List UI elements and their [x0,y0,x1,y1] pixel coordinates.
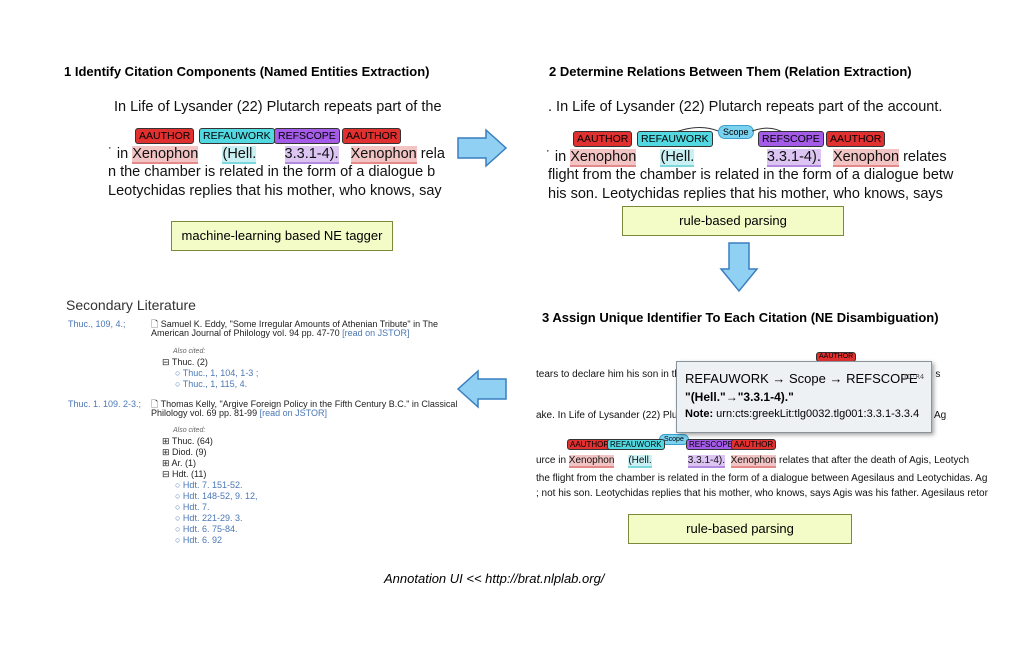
sl-entry1-also: Also cited: [173,348,206,355]
sl-entry1-tree-2[interactable]: ○ Thuc., 1, 115, 4. [175,379,248,389]
step2-title: 2 Determine Relations Between Them (Rela… [549,64,912,79]
step2-tag-refscope[interactable]: REFSCOPE [758,131,824,147]
arrow-left-icon [456,369,507,409]
tooltip-pair: "(Hell."→"3.3.1-4)." [685,390,794,404]
step1-method-box: machine-learning based NE tagger [171,221,393,251]
sl-entry1-tree-1[interactable]: ○ Thuc., 1, 104, 1-3 ; [175,368,259,378]
step1-panel: In Life of Lysander (22) Plutarch repeat… [108,94,445,206]
step1-entity-author2[interactable]: Xenophon [350,146,417,164]
step1-line4: Leotychidas replies that his mother, who… [108,183,442,199]
sl-entry1-line2: American Journal of Philology vol. 94 pp… [151,328,340,338]
step3-line3-suffix: relates that after the death of Agis, Le… [778,455,970,466]
sl-entry2-tree-5[interactable]: ○ Hdt. 148-52, 9. 12, [175,491,258,501]
step3-entity-work[interactable]: (Hell. [628,455,652,468]
sl-entry2-ref[interactable]: Thuc. 1. 109. 2-3.; [68,399,142,409]
step2-tag-refwork[interactable]: REFAUWORK [637,131,713,147]
sl-entry1-tree-0[interactable]: ⊟ Thuc. (2) [162,357,208,367]
sl-entry2-line1: Thomas Kelly, "Argive Foreign Policy in … [160,399,458,409]
sl-entry2-tree-1[interactable]: ⊞ Diod. (9) [162,447,207,457]
sl-entry1-ref[interactable]: Thuc., 109, 4.; [68,319,126,329]
step2-tag-author1[interactable]: AAUTHOR [573,131,633,147]
tooltip-note-value: urn:cts:greekLit:tlg0032.tlg001:3.3.1-3.… [716,408,920,420]
step3-title: 3 Assign Unique Identifier To Each Citat… [542,310,939,325]
sl-entry2-jstor-link[interactable]: [read on JSTOR] [259,408,327,418]
sl-entry2-tree-0[interactable]: ⊞ Thuc. (64) [162,436,213,446]
sl-entry1-line1: Samuel K. Eddy, "Some Irregular Amounts … [160,319,438,329]
step2-method-box: rule-based parsing [622,206,844,236]
tooltip-relation: REFAUWORK → Scope → REFSCOPE [685,371,918,386]
sl-entry1-jstor-link[interactable]: [read on JSTOR] [342,328,410,338]
sl-entry2-line2-wrap: Philology vol. 69 pp. 81-99 [read on JST… [151,408,327,418]
sl-entry2-tree-9[interactable]: ○ Hdt. 6. 92 [175,535,222,545]
step3-tooltip: REFAUWORK → Scope → REFSCOPE ID:R4 "(Hel… [676,361,932,433]
step3-entity-author2[interactable]: Xenophon [730,455,777,468]
step3-tag-author1[interactable]: AAUTHOR [567,439,613,450]
step2-panel: . In Life of Lysander (22) Plutarch repe… [546,94,953,206]
sl-entry2-tree-3[interactable]: ⊟ Hdt. (11) [162,469,207,479]
arrow-right-icon [457,128,508,168]
step3-method-box: rule-based parsing [628,514,852,544]
tooltip-note-label: Note: [685,408,714,420]
document-icon: 🗋 [151,399,159,409]
step2-entity-author1[interactable]: Xenophon [570,149,637,167]
sl-entry2-tree-6[interactable]: ○ Hdt. 7. [175,502,210,512]
step1-title: 1 Identify Citation Components (Named En… [64,64,430,79]
step3-line3: urce in Xenophon (Hell. 3.3.1-4). Xenoph… [536,455,970,468]
step1-line2-suffix: rela [420,146,445,162]
sl-entry1-text: 🗋 Samuel K. Eddy, "Some Irregular Amount… [151,317,438,333]
step1-entity-scope[interactable]: 3.3.1-4). [284,146,339,164]
step2-entity-author2[interactable]: Xenophon [832,149,900,167]
tooltip-id: ID:R4 [903,373,925,381]
step2-entity-work[interactable]: (Hell. [660,149,695,167]
step3-line2: ake. In Life of Lysander (22) Plutarc [536,410,695,421]
sl-entry2-tree-7[interactable]: ○ Hdt. 221-29. 3. [175,513,243,523]
step1-line1: In Life of Lysander (22) Plutarch repeat… [114,99,442,115]
step1-entity-work[interactable]: (Hell. [222,146,257,164]
step1-tag-refscope[interactable]: REFSCOPE [274,128,340,144]
step2-line4: his son. Leotychidas replies that his mo… [548,186,943,202]
step1-tag-author2[interactable]: AAUTHOR [342,128,402,144]
step1-entity-author1[interactable]: Xenophon [132,146,199,164]
step3-line1-end: e s [927,369,941,380]
step1-line2: ˙ in Xenophon (Hell. 3.3.1-4). Xenophon … [108,146,445,164]
step3-tag-refscope[interactable]: REFSCOPE [686,439,737,450]
arrow-down-icon [719,242,759,293]
sl-entry2-also: Also cited: [173,427,206,434]
step3-entity-author1[interactable]: Xenophon [568,455,615,468]
step3-panel: AAUTHOR tears to declare him his son in … [534,352,988,502]
step1-line3: n the chamber is related in the form of … [108,164,436,180]
secondary-heading: Secondary Literature [66,297,196,313]
step3-tag-author2[interactable]: AAUTHOR [731,439,777,450]
step3-tag-refwork[interactable]: REFAUWORK [607,439,665,450]
sl-entry2-text: 🗋 Thomas Kelly, "Argive Foreign Policy i… [151,397,457,413]
step3-line3-prefix: urce in [536,455,567,466]
step2-line2-suffix: relates [903,149,947,165]
caption: Annotation UI << http://brat.nlplab.org/ [384,571,605,586]
document-icon: 🗋 [151,319,159,329]
sl-entry1-line2-wrap: American Journal of Philology vol. 94 pp… [151,328,410,338]
tooltip-note: Note: urn:cts:greekLit:tlg0032.tlg001:3.… [685,408,919,420]
step2-tag-author2[interactable]: AAUTHOR [826,131,886,147]
step2-line2: ˙ in Xenophon (Hell. 3.3.1-4). Xenophon … [546,149,947,167]
step2-line1: . In Life of Lysander (22) Plutarch repe… [548,99,943,115]
sl-entry2-tree-8[interactable]: ○ Hdt. 6. 75-84. [175,524,238,534]
step3-line4: the flight from the chamber is related i… [536,473,988,484]
step2-line2-prefix: ˙ in [546,149,567,165]
sl-entry2-line2: Philology vol. 69 pp. 81-99 [151,408,258,418]
step1-line2-prefix: ˙ in [108,146,129,162]
step3-line1: tears to declare him his son in the p [536,369,694,380]
sl-entry2-tree-4[interactable]: ○ Hdt. 7. 151-52. [175,480,243,490]
step3-line2-end: Ag [934,410,947,421]
step2-entity-scope[interactable]: 3.3.1-4). [766,149,821,167]
step3-entity-scope[interactable]: 3.3.1-4). [687,455,726,468]
step1-tag-refwork[interactable]: REFAUWORK [199,128,275,144]
step1-tag-author1[interactable]: AAUTHOR [135,128,195,144]
step2-line3: flight from the chamber is related in th… [548,167,954,183]
step2-scope-label[interactable]: Scope [718,125,754,139]
sl-entry2-tree-2[interactable]: ⊞ Ar. (1) [162,458,197,468]
step3-line5: ; not his son. Leotychidas replies that … [536,488,988,499]
